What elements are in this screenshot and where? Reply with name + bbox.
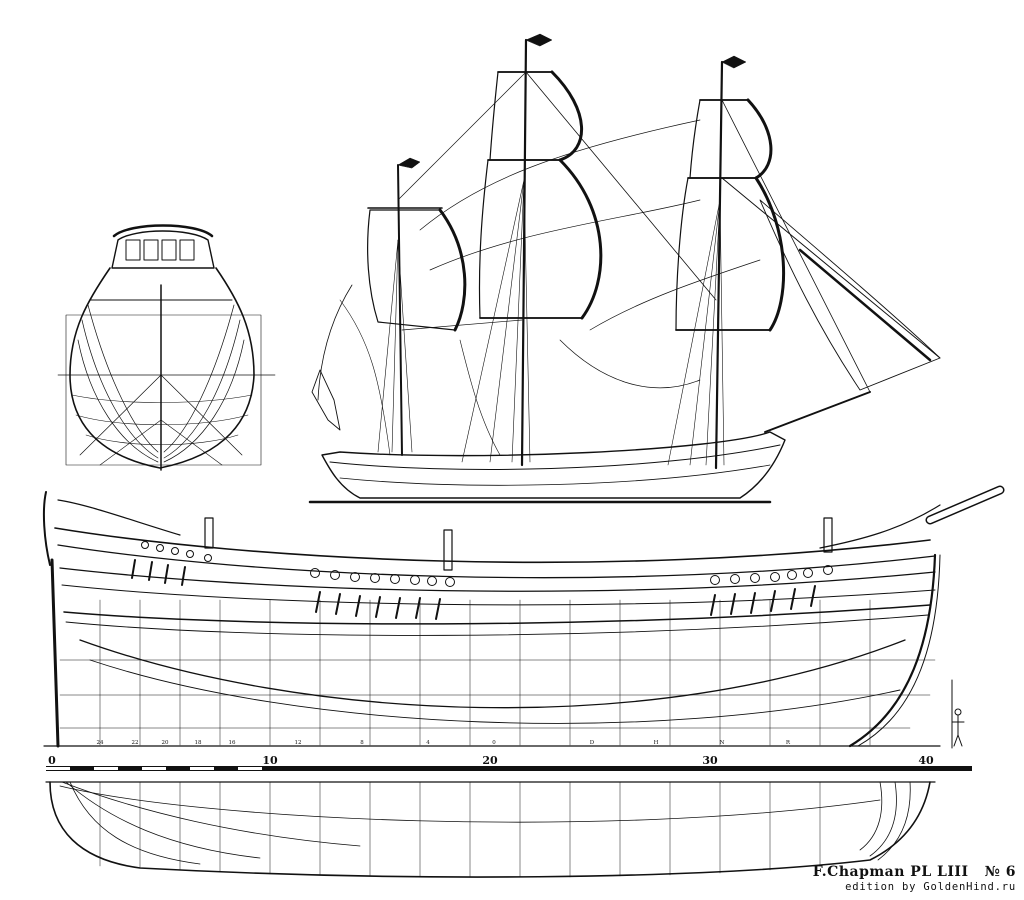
station-label: 20 (162, 740, 169, 746)
station-label: 18 (195, 740, 202, 746)
plate-title: F.Chapman PL LIII № 6 (813, 864, 1016, 880)
sheer-plan-profile (42, 485, 1005, 749)
plate-caption-block: F.Chapman PL LIII № 6 edition by GoldenH… (813, 864, 1016, 893)
station-label: R (786, 740, 791, 746)
scale-tick: 40 (918, 754, 934, 767)
station-label: 12 (295, 740, 302, 746)
scale-tick: 10 (262, 754, 278, 767)
scale-tick-labels: 0 10 20 30 40 (48, 754, 934, 767)
station-label: N (720, 740, 725, 746)
scale-bar (46, 766, 972, 771)
station-label: H (654, 740, 659, 746)
plate-number: № 6 (984, 864, 1016, 880)
body-plan-section (57, 224, 276, 471)
station-label: 0 (492, 740, 496, 746)
scale-tick: 0 (48, 754, 56, 767)
half-breadth-plan (45, 781, 936, 878)
station-label: 22 (132, 740, 139, 746)
station-label: 24 (97, 740, 104, 746)
edition-credit: edition by GoldenHind.ru (845, 881, 1016, 893)
station-label: D (590, 740, 595, 746)
station-labels: 24 22 20 18 16 12 8 4 0 D H N R (97, 740, 791, 746)
scale-tick: 30 (702, 754, 718, 767)
station-label: 16 (229, 740, 236, 746)
plate-caption: F.Chapman PL LIII (812, 864, 969, 880)
station-label: 8 (360, 740, 364, 746)
scale-tick: 20 (482, 754, 498, 767)
station-label: 4 (426, 740, 430, 746)
sail-plan (308, 33, 941, 504)
